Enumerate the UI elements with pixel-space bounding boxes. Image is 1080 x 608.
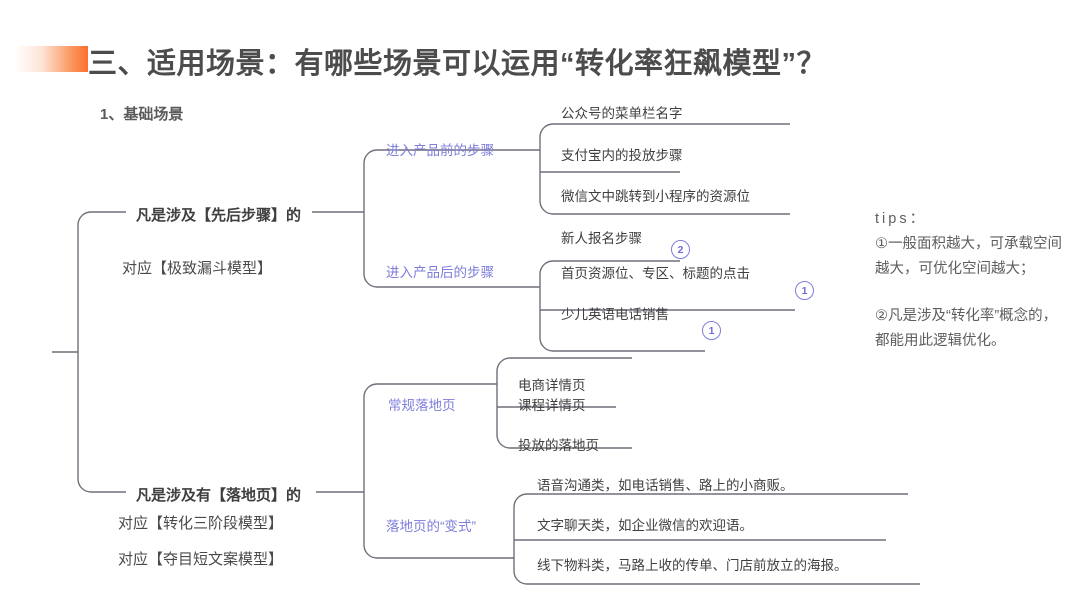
leaf-item: 支付宝内的投放步骤 — [561, 148, 683, 163]
tips-panel: tips： ①一般面积越大，可承载空间越大，可优化空间越大； ②凡是涉及“转化率… — [875, 207, 1065, 354]
branch-subtitle-steps: 对应【极致漏斗模型】 — [122, 260, 273, 277]
leaf-item: 投放的落地页 — [518, 438, 599, 453]
tips-item-2: ②凡是涉及“转化率”概念的，都能用此逻辑优化。 — [875, 308, 1058, 349]
leaf-item: 新人报名步骤 — [561, 231, 642, 246]
branch-subtitle-landing-1: 对应【转化三阶段模型】 — [118, 515, 284, 532]
group-label-after-product: 进入产品后的步骤 — [386, 265, 494, 280]
leaf-item: 线下物料类，马路上收的传单、门店前放立的海报。 — [537, 558, 848, 573]
branch-subtitle-landing-2: 对应【夺目短文案模型】 — [118, 551, 284, 568]
tips-item-1: ①一般面积越大，可承载空间越大，可优化空间越大； — [875, 236, 1062, 277]
group-label-landing-variant: 落地页的“变式” — [386, 519, 476, 534]
leaf-item: 电商详情页 — [518, 378, 586, 393]
title-accent-bar — [14, 46, 88, 72]
badge-count: 1 — [795, 281, 814, 300]
leaf-item: 文字聊天类，如企业微信的欢迎语。 — [537, 518, 753, 533]
leaf-item: 课程详情页 — [518, 398, 586, 413]
badge-count: 2 — [671, 240, 690, 259]
group-label-normal-landing: 常规落地页 — [388, 398, 456, 413]
leaf-item: 首页资源位、专区、标题的点击 — [561, 266, 750, 281]
tips-heading: tips： — [875, 211, 928, 227]
branch-title-steps: 凡是涉及【先后步骤】的 — [136, 207, 302, 224]
tips-spacer — [875, 282, 1065, 304]
section-label: 1、基础场景 — [100, 106, 184, 123]
page-title: 三、适用场景：有哪些场景可以运用“转化率狂飙模型”？ — [88, 48, 827, 80]
leaf-item: 公众号的菜单栏名字 — [561, 106, 683, 121]
leaf-item: 微信文中跳转到小程序的资源位 — [561, 189, 750, 204]
branch-title-landing: 凡是涉及有【落地页】的 — [136, 487, 302, 504]
group-label-before-product: 进入产品前的步骤 — [386, 143, 494, 158]
badge-count: 1 — [702, 321, 721, 340]
leaf-item: 语音沟通类，如电话销售、路上的小商贩。 — [537, 478, 794, 493]
leaf-item: 少儿英语电话销售 — [561, 307, 669, 322]
